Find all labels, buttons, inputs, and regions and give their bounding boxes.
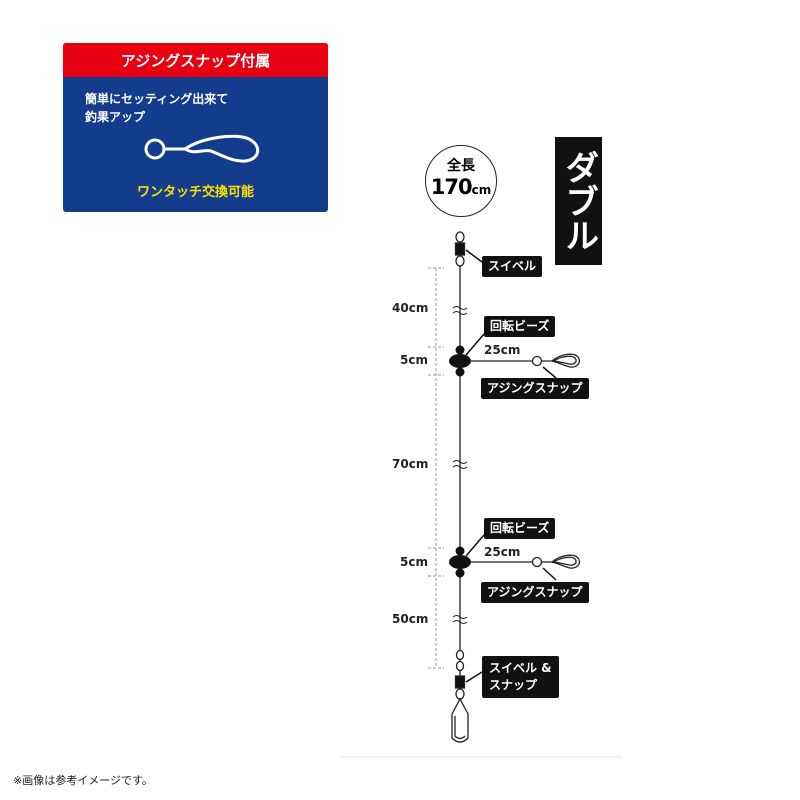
bottom-swivel-pointer [465,671,483,683]
feature-panel: アジングスナップ付属 簡単にセッティング出来て 釣果アップ ワンタッチ交換可能 [63,43,328,212]
feature-description-line1: 簡単にセッティング出来て [85,92,229,106]
type-badge: ダブル [555,137,602,265]
dimension-line [428,267,444,669]
top-swivel-pointer [465,249,483,263]
feature-description-line2: 釣果アップ [85,110,146,124]
segment-first-length: 40cm [392,301,429,315]
segment-bead-2-length: 5cm [400,555,428,569]
bead-2-label: 回転ビーズ [484,518,556,539]
snap-1-pointer [542,366,557,379]
segment-last-length: 50cm [392,612,429,626]
total-length-value: 170cm [426,175,496,199]
feature-tagline: ワンタッチ交換可能 [136,185,254,200]
bottom-label-line1: スイベル & [489,661,552,675]
bead-2-pointer [465,534,485,557]
snap-icon [144,134,260,163]
rotating-bead-1 [449,345,471,377]
feature-header: アジングスナップ付属 [63,43,328,77]
total-length-unit: cm [471,183,492,197]
bead-1-pointer [465,333,485,356]
rotating-bead-2 [449,546,471,578]
total-length-badge: 全長 170cm [425,145,497,217]
snap-1-label: アジングスナップ [481,378,589,399]
top-swivel-label: スイベル [482,256,543,277]
branch-2-snap-icon [531,554,581,569]
snap-2-pointer [542,567,557,581]
branch-2-length: 25cm [484,545,521,559]
branch-1-snap-icon [531,353,581,368]
bead-1-label: 回転ビーズ [484,316,556,337]
top-swivel [454,231,466,267]
total-length-label: 全長 [447,158,475,174]
segment-middle-length: 70cm [392,457,429,471]
snap-2-label: アジングスナップ [481,582,589,603]
footnote: ※画像は参考イメージです。 [13,774,153,787]
bottom-swivel-snap [451,649,469,743]
bottom-label-line2: スナップ [489,678,538,692]
bottom-swivel-snap-label: スイベル & スナップ [482,656,559,698]
total-length-number: 170 [430,175,473,199]
branch-1-length: 25cm [484,343,521,357]
segment-bead-1-length: 5cm [400,353,428,367]
break-mark [452,306,468,624]
